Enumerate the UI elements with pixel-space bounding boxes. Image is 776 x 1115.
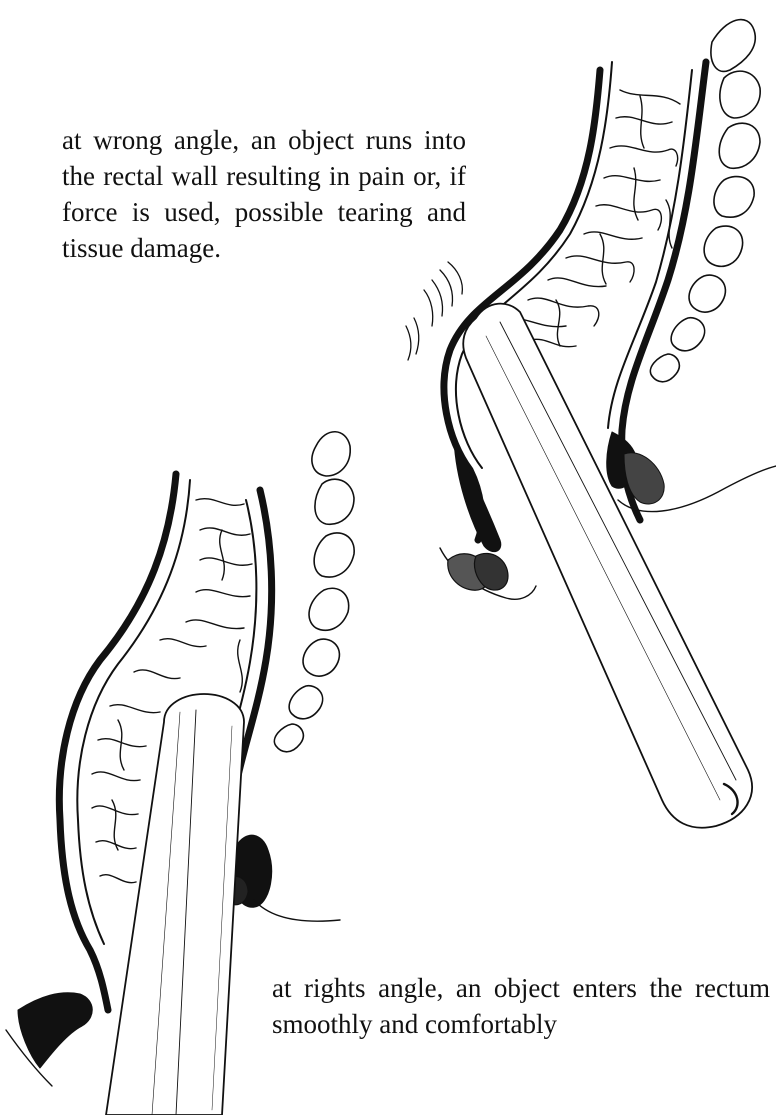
wrong-angle-object bbox=[463, 304, 752, 828]
right-angle-caption: at rights angle, an object enters the re… bbox=[272, 970, 770, 1042]
right-angle-object bbox=[106, 694, 244, 1115]
right-angle-tailbone bbox=[274, 432, 354, 752]
right-angle-sphincter-front bbox=[18, 993, 92, 1068]
wrong-angle-caption: at wrong angle, an object runs into the … bbox=[62, 122, 466, 266]
